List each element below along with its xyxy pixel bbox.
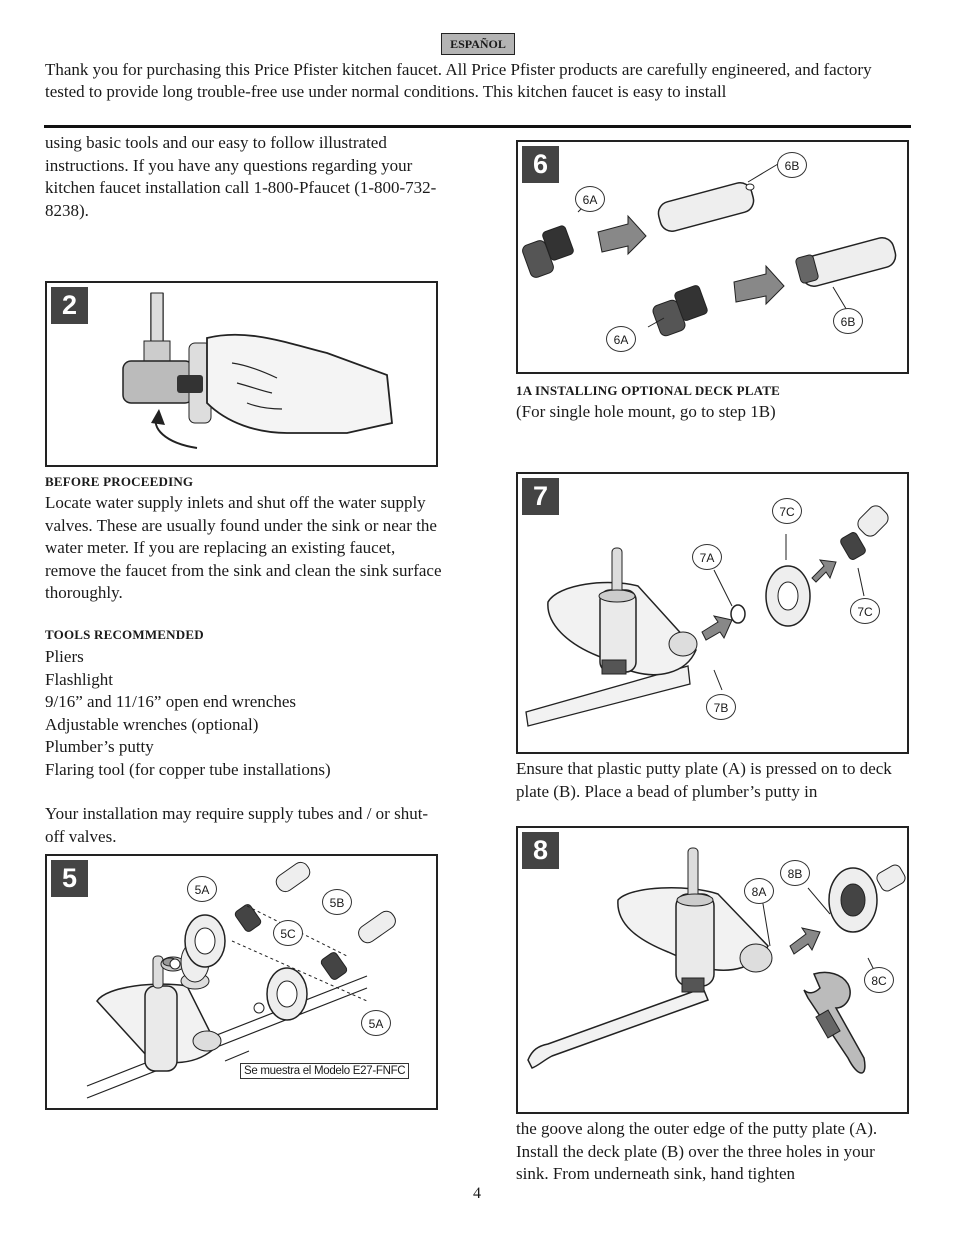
- callout-6a: 6A: [575, 186, 605, 212]
- callout-8c: 8C: [864, 967, 894, 993]
- tools-heading: TOOLS RECOMMENDED: [45, 627, 204, 642]
- shutoff-valve-illustration: [122, 292, 393, 449]
- faucet-install-illustration: [527, 847, 906, 1074]
- tool-item: Adjustable wrenches (optional): [45, 714, 259, 734]
- figure-7: 7 7C 7A 7C 7B: [516, 472, 909, 754]
- figure-5: 5 5A 5B 5C 5A Se muestra el Modelo E27-F…: [45, 854, 438, 1110]
- step-number: 5: [51, 860, 88, 897]
- model-caption: Se muestra el Modelo E27-FNFC: [240, 1063, 410, 1079]
- step-number: 8: [522, 832, 559, 869]
- supply-note: Your installation may require supply tub…: [45, 804, 429, 846]
- callout-5a: 5A: [187, 876, 217, 902]
- tool-item: Flashlight: [45, 669, 114, 689]
- step-number: 7: [522, 478, 559, 515]
- callout-5b: 5B: [322, 889, 352, 915]
- divider: [44, 125, 911, 128]
- wall-mount-illustration: [525, 505, 889, 727]
- callout-5c: 5C: [273, 920, 303, 946]
- callout-7c: 7C: [850, 598, 880, 624]
- groove-text: the goove along the outer edge of the pu…: [516, 1119, 878, 1183]
- ensure-text: Ensure that plastic putty plate (A) is p…: [516, 759, 892, 801]
- intro-paragraph: Thank you for purchasing this Price Pfis…: [45, 60, 872, 101]
- intro-continued: using basic tools and our easy to follow…: [45, 133, 437, 220]
- language-tab: ESPAÑOL: [441, 33, 515, 55]
- callout-6b: 6B: [777, 152, 807, 178]
- fittings-illustration: [522, 163, 897, 337]
- callout-5a: 5A: [361, 1010, 391, 1036]
- valve-assembly-illustration: [86, 861, 396, 1099]
- tools-list: Pliers Flashlight 9/16” and 11/16” open …: [45, 646, 445, 781]
- deck-plate-subtext: (For single hole mount, go to step 1B): [516, 402, 776, 421]
- callout-6a: 6A: [606, 326, 636, 352]
- before-heading: BEFORE PROCEEDING: [45, 474, 194, 489]
- tool-item: Flaring tool (for copper tube installati…: [45, 759, 331, 779]
- tool-item: Plumber’s putty: [45, 737, 154, 756]
- callout-8b: 8B: [780, 860, 810, 886]
- step-number: 2: [51, 287, 88, 324]
- figure-6: 6 6A 6B 6A 6B: [516, 140, 909, 374]
- page-number: 4: [473, 1185, 481, 1202]
- figure-8: 8 8B 8A 8C: [516, 826, 909, 1114]
- callout-7b: 7B: [706, 694, 736, 720]
- before-text: Locate water supply inlets and shut off …: [45, 493, 442, 602]
- callout-7c: 7C: [772, 498, 802, 524]
- callout-6b: 6B: [833, 308, 863, 334]
- deck-plate-heading: 1A INSTALLING OPTIONAL DECK PLATE: [516, 383, 781, 398]
- step-number: 6: [522, 146, 559, 183]
- figure-2: 2: [45, 281, 438, 467]
- tool-item: 9/16” and 11/16” open end wrenches: [45, 692, 296, 711]
- tool-item: Pliers: [45, 647, 84, 666]
- callout-7a: 7A: [692, 544, 722, 570]
- callout-8a: 8A: [744, 878, 774, 904]
